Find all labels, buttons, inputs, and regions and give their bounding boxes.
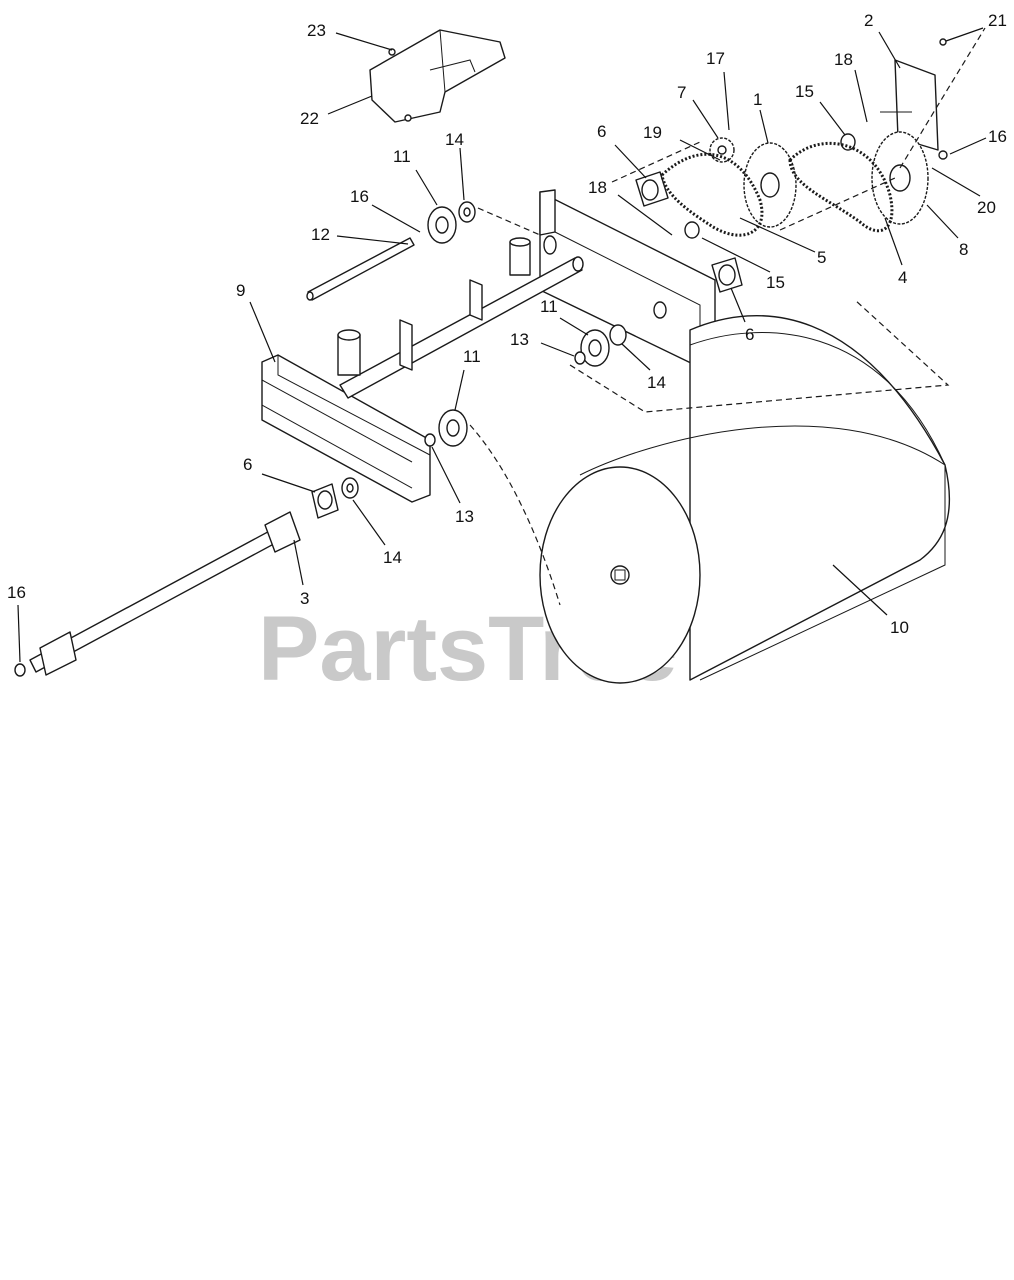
- sprocket-8: [871, 131, 929, 225]
- callout-14-mid: 14: [647, 373, 666, 392]
- callout-6-right: 6: [745, 325, 754, 344]
- callout-20: 20: [977, 198, 996, 217]
- part-2-side-plate: [880, 38, 948, 160]
- callout-labels: 23 22 2 21 17 7 1 15 18 14 11 16 12 6 19…: [7, 11, 1007, 637]
- callout-7: 7: [677, 83, 686, 102]
- callout-16-left: 16: [7, 583, 26, 602]
- leader-lines: [17, 27, 987, 663]
- assembly-dashes: [469, 27, 986, 606]
- callout-11-lower: 11: [463, 347, 481, 366]
- callout-9: 9: [236, 281, 245, 300]
- callout-15-lower: 15: [766, 273, 785, 292]
- callout-16-upper: 16: [350, 187, 369, 206]
- callout-10: 10: [890, 618, 909, 637]
- bearing-flange-upper-6: [635, 171, 669, 207]
- callout-13-mid: 13: [510, 330, 529, 349]
- callout-12: 12: [311, 225, 330, 244]
- part-22-bracket: [369, 29, 506, 123]
- callout-14-upper: 14: [445, 130, 464, 149]
- callout-6-lower: 6: [243, 455, 252, 474]
- washer-mid-13: [574, 351, 586, 365]
- callout-2: 2: [864, 11, 873, 30]
- part-12-rod: [306, 237, 415, 301]
- washer-lower-13: [424, 433, 436, 447]
- callout-3: 3: [300, 589, 309, 608]
- callout-22: 22: [300, 109, 319, 128]
- callout-5: 5: [817, 248, 826, 267]
- callout-6-upper: 6: [597, 122, 606, 141]
- callout-11-upper: 11: [393, 147, 411, 166]
- callout-18-mid: 18: [588, 178, 607, 197]
- bearing-flange-upper-11: [427, 206, 457, 244]
- bearing-upper-14: [458, 201, 476, 223]
- sprocket-7: [709, 137, 735, 163]
- bearing-lower-14: [341, 477, 359, 499]
- sprocket-1: [743, 142, 797, 228]
- part-3-axle: [14, 511, 301, 677]
- part-10-roller-drum: [539, 315, 951, 684]
- callout-17: 17: [706, 49, 725, 68]
- chain-4: [788, 141, 894, 233]
- part-9-channel-frame: [261, 354, 431, 503]
- callout-19: 19: [643, 123, 662, 142]
- bearing-flange-lower-6: [311, 483, 339, 519]
- callout-15-upper: 15: [795, 82, 814, 101]
- callout-18-upper: 18: [834, 50, 853, 69]
- callout-13-lower: 13: [455, 507, 474, 526]
- bushing-lower-15: [684, 221, 700, 239]
- callout-11-mid: 11: [540, 297, 558, 316]
- callout-8: 8: [959, 240, 968, 259]
- callout-1: 1: [753, 90, 762, 109]
- callout-14-lower: 14: [383, 548, 402, 567]
- callout-16-right: 16: [988, 127, 1007, 146]
- cross-tube: [337, 237, 584, 399]
- bearing-mid-14: [609, 324, 627, 346]
- callout-23: 23: [307, 21, 326, 40]
- callout-4: 4: [898, 268, 907, 287]
- callout-21: 21: [988, 11, 1007, 30]
- bearing-flange-right-6: [711, 257, 743, 293]
- bearing-flange-mid-11: [580, 329, 610, 367]
- bearing-flange-lower-11: [438, 409, 468, 447]
- bushing-upper-15: [840, 133, 856, 151]
